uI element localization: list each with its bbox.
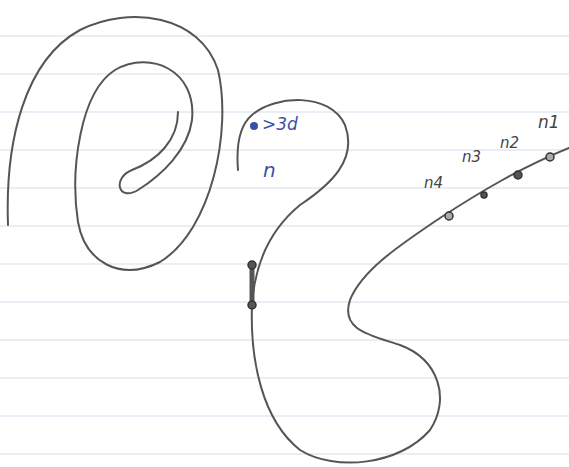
handwritten-label: n1	[538, 114, 560, 131]
handwritten-label: n	[263, 160, 276, 180]
handwritten-label: n3	[462, 150, 481, 165]
handwritten-label: n4	[424, 176, 443, 191]
handwritten-label: n2	[500, 136, 519, 151]
blue-dot	[250, 122, 258, 130]
handwritten-label: >3d	[262, 116, 298, 133]
